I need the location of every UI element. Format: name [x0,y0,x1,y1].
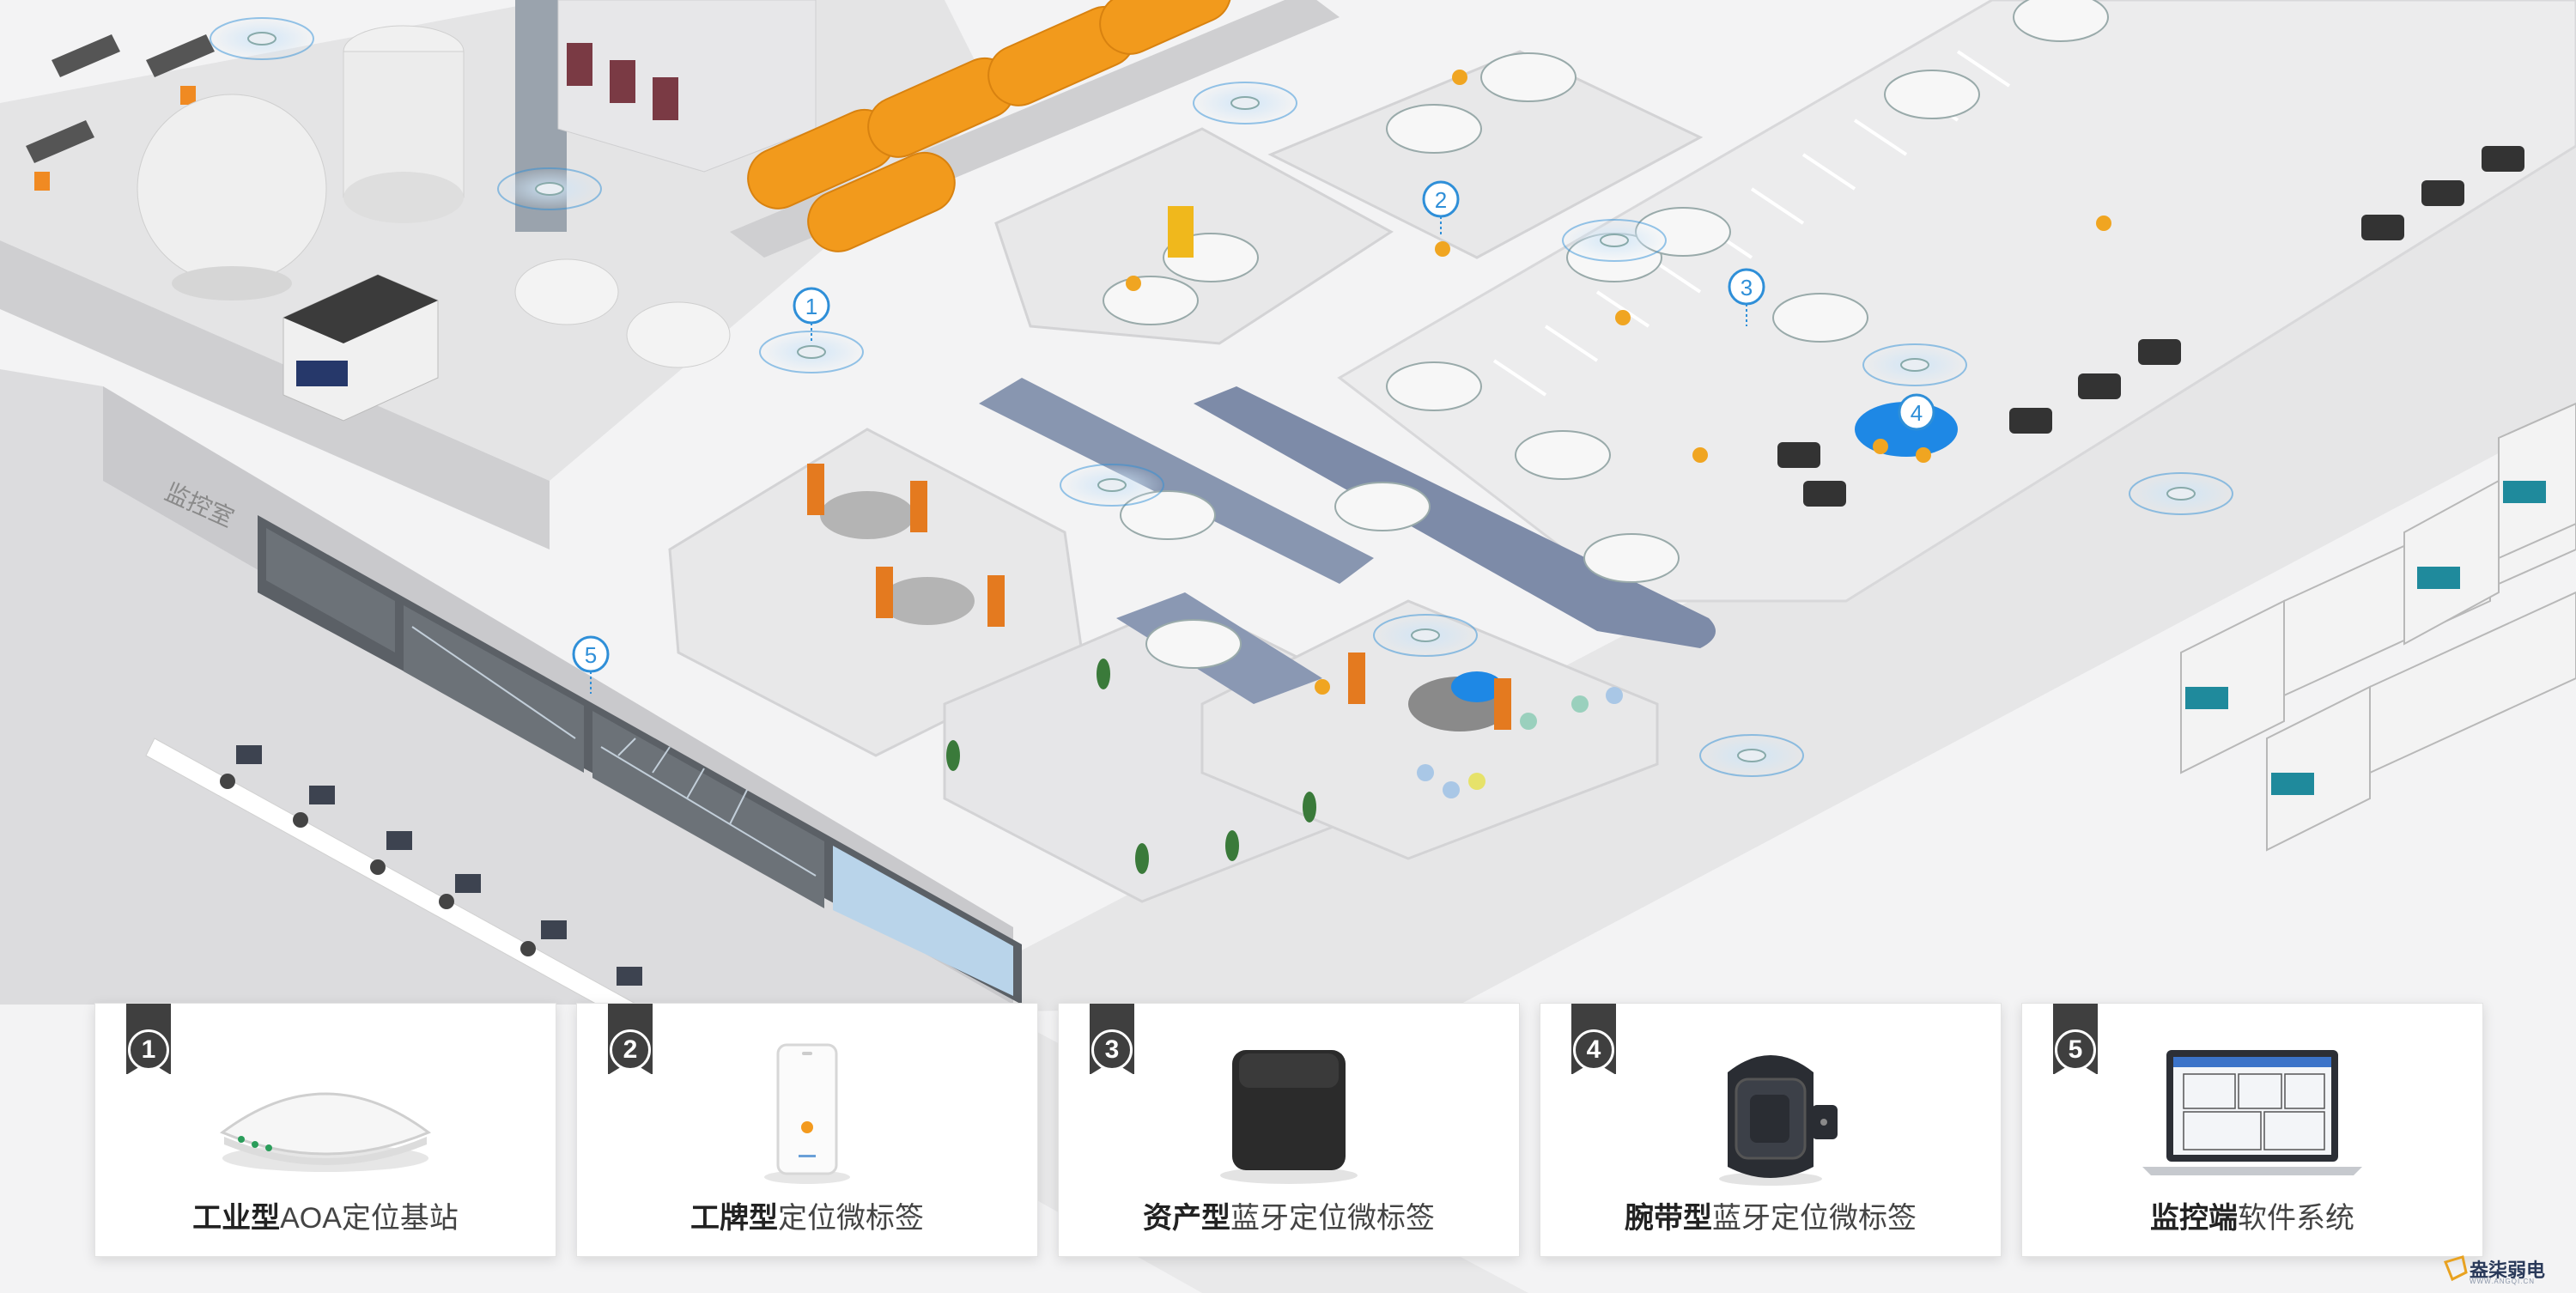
oil-pumps [26,34,215,191]
aoa-base-station-icon [219,1092,432,1172]
barrels [1417,687,1623,798]
marker-3: 3 [1728,268,1765,326]
tanker-train [730,0,1340,258]
card-title-rest: 蓝牙定位微标签 [1712,1202,1917,1235]
card-number: 1 [128,1029,169,1071]
trees [946,659,1316,874]
svg-text:5: 5 [585,642,597,668]
card-title-rest: 软件系统 [2238,1202,2354,1235]
svg-text:4: 4 [1911,400,1923,426]
brand-name: 盎柒弱电 [2470,1260,2546,1281]
marker-5: 5 [572,635,610,694]
card-title-bold: 监控端 [2150,1202,2238,1235]
marker-1: 1 [793,287,830,342]
card-number: 2 [610,1029,651,1071]
tire-stacks [1777,146,2524,507]
svg-text:1: 1 [805,294,817,319]
card-title: 资产型蓝牙定位微标签 [1059,1194,1519,1236]
svg-text:2: 2 [1435,187,1447,213]
device-card-2: 2 工牌型定位微标签 [576,1003,1038,1257]
card-title: 腕带型蓝牙定位微标签 [1540,1194,2001,1236]
robot-arms [807,464,1511,730]
device-card-3: 3 资产型蓝牙定位微标签 [1058,1003,1520,1257]
brand-sub: WWW.ANGQI.CN [2470,1278,2535,1285]
card-number: 4 [1573,1029,1614,1071]
badge-tag-icon [764,1043,850,1184]
storage-tanks [137,25,731,368]
device-card-4: 4 腕带型蓝牙定位微标签 [1540,1003,2002,1257]
brand-logo-icon [2443,1255,2468,1282]
card-number: 3 [1091,1029,1133,1071]
workers [1126,70,2111,695]
card-title: 工牌型定位微标签 [577,1194,1037,1236]
svg-text:3: 3 [1741,275,1753,300]
card-title-rest: 定位微标签 [778,1202,924,1235]
marker-2: 2 [1422,180,1460,235]
card-title: 监控端软件系统 [2022,1194,2482,1236]
card-title-bold: 资产型 [1143,1202,1230,1235]
card-title-rest: 蓝牙定位微标签 [1230,1202,1435,1235]
wristband-tag-icon [1719,1055,1838,1186]
card-number: 5 [2055,1029,2096,1071]
trucks [2180,402,2576,852]
monitor-laptop-icon [2142,1050,2362,1175]
card-title-bold: 腕带型 [1625,1202,1712,1235]
card-title-bold: 工业型 [192,1202,281,1235]
marker-4: 4 [1898,393,1935,431]
asset-tag-cube-icon [1220,1050,1358,1184]
device-card-5: 5 监控端软件系统 [2021,1003,2483,1257]
card-title-rest: AOA定位基站 [280,1202,459,1235]
device-card-1: 1 工业型AOA定位基站 [94,1003,556,1257]
conveyor-belt [979,378,1374,584]
warehouse-building [557,0,817,173]
card-title-bold: 工牌型 [690,1202,778,1235]
card-title: 工业型AOA定位基站 [95,1194,556,1236]
